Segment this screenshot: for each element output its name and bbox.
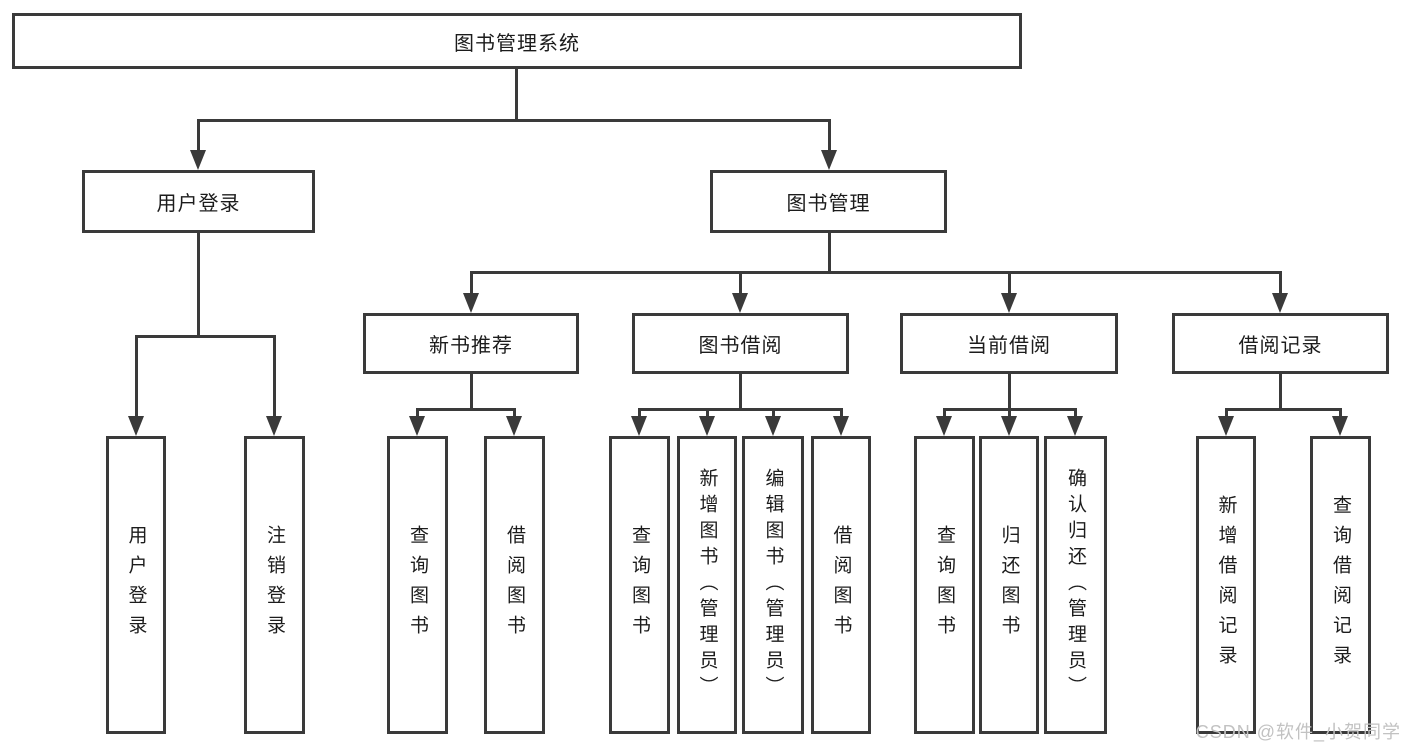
node-user-login: 用户登录 bbox=[82, 170, 315, 233]
node-new-book: 新书推荐 bbox=[363, 313, 579, 374]
connector-to-user-login bbox=[197, 119, 200, 155]
arrowhead-borrowrecord-c1 bbox=[1218, 416, 1234, 436]
arrowhead-currentborrow-c1 bbox=[936, 416, 952, 436]
connector-bookborrow-c2 bbox=[706, 408, 709, 422]
connector-newbook-bus bbox=[416, 408, 516, 411]
leaf-current-confirm: 确认归还（管理员） bbox=[1044, 436, 1107, 734]
node-borrow-record: 借阅记录 bbox=[1172, 313, 1389, 374]
arrowhead-bookborrow-c3 bbox=[765, 416, 781, 436]
arrowhead-currentborrow-c2 bbox=[1001, 416, 1017, 436]
connector-to-leaf-login bbox=[135, 335, 138, 420]
connector-borrowrecord-stub bbox=[1279, 374, 1282, 411]
leaf-logout-label: 注销登录 bbox=[264, 525, 285, 645]
leaf-user-login: 用户登录 bbox=[106, 436, 166, 734]
connector-to-book-borrow bbox=[739, 271, 742, 299]
connector-currentborrow-c3 bbox=[1074, 408, 1077, 422]
node-user-login-label: 用户登录 bbox=[156, 193, 241, 215]
leaf-current-query-label: 查询图书 bbox=[934, 525, 955, 645]
arrowhead-new-book bbox=[463, 293, 479, 313]
leaf-current-confirm-label: 确认归还（管理员） bbox=[1065, 468, 1086, 702]
node-book-borrow: 图书借阅 bbox=[632, 313, 849, 374]
connector-to-book-mgmt bbox=[828, 119, 831, 155]
connector-bookborrow-c1 bbox=[638, 408, 641, 422]
leaf-current-return: 归还图书 bbox=[979, 436, 1039, 734]
leaf-record-query: 查询借阅记录 bbox=[1310, 436, 1371, 734]
leaf-user-login-label: 用户登录 bbox=[125, 525, 147, 645]
connector-bookborrow-bus bbox=[638, 408, 843, 411]
node-root-label: 图书管理系统 bbox=[454, 32, 580, 55]
node-new-book-label: 新书推荐 bbox=[429, 335, 513, 357]
connector-newbook-c1 bbox=[416, 408, 419, 422]
leaf-newbook-borrow-label: 借阅图书 bbox=[504, 525, 525, 645]
leaf-current-return-label: 归还图书 bbox=[998, 525, 1020, 645]
watermark-text: CSDN @软件_小贺同学 bbox=[1195, 722, 1401, 742]
leaf-borrow-edit: 编辑图书（管理员） bbox=[742, 436, 804, 734]
connector-borrowrecord-c1 bbox=[1225, 408, 1228, 422]
arrowhead-bookborrow-c2 bbox=[699, 416, 715, 436]
connector-userlogin-stub bbox=[197, 233, 200, 337]
arrowhead-bookborrow-c1 bbox=[631, 416, 647, 436]
node-book-mgmt-label: 图书管理 bbox=[786, 193, 871, 215]
leaf-newbook-borrow: 借阅图书 bbox=[484, 436, 545, 734]
connector-to-new-book bbox=[470, 271, 473, 299]
connector-bookmgmt-stub bbox=[828, 233, 831, 274]
node-borrow-record-label: 借阅记录 bbox=[1238, 335, 1323, 357]
connector-root-stub bbox=[515, 68, 518, 121]
arrowhead-newbook-c1 bbox=[409, 416, 425, 436]
arrowhead-borrowrecord-c2 bbox=[1332, 416, 1348, 436]
leaf-borrow-borrow: 借阅图书 bbox=[811, 436, 871, 734]
connector-to-current-borrow bbox=[1008, 271, 1011, 299]
leaf-current-query: 查询图书 bbox=[914, 436, 975, 734]
arrowhead-book-borrow bbox=[732, 293, 748, 313]
connector-borrowrecord-bus bbox=[1225, 408, 1342, 411]
arrowhead-current-borrow bbox=[1001, 293, 1017, 313]
connector-newbook-c2 bbox=[513, 408, 516, 422]
leaf-newbook-query-label: 查询图书 bbox=[407, 525, 428, 645]
leaf-logout: 注销登录 bbox=[244, 436, 305, 734]
leaf-borrow-query-label: 查询图书 bbox=[629, 525, 650, 645]
arrowhead-newbook-c2 bbox=[506, 416, 522, 436]
leaf-borrow-add: 新增图书（管理员） bbox=[677, 436, 737, 734]
connector-userlogin-bus bbox=[135, 335, 276, 338]
arrowhead-currentborrow-c3 bbox=[1067, 416, 1083, 436]
node-book-borrow-label: 图书借阅 bbox=[698, 335, 783, 357]
leaf-record-query-label: 查询借阅记录 bbox=[1330, 495, 1351, 675]
connector-bookborrow-c3 bbox=[772, 408, 775, 422]
arrowhead-user-login bbox=[190, 150, 206, 170]
leaf-record-add: 新增借阅记录 bbox=[1196, 436, 1256, 734]
node-current-borrow: 当前借阅 bbox=[900, 313, 1118, 374]
leaf-borrow-query: 查询图书 bbox=[609, 436, 670, 734]
connector-root-bus bbox=[197, 119, 831, 122]
leaf-borrow-borrow-label: 借阅图书 bbox=[830, 525, 852, 645]
node-current-borrow-label: 当前借阅 bbox=[967, 335, 1051, 357]
connector-bookmgmt-bus bbox=[470, 271, 1282, 274]
connector-to-borrow-record bbox=[1279, 271, 1282, 299]
connector-borrowrecord-c2 bbox=[1339, 408, 1342, 422]
arrowhead-bookborrow-c4 bbox=[833, 416, 849, 436]
leaf-borrow-edit-label: 编辑图书（管理员） bbox=[762, 468, 784, 702]
leaf-newbook-query: 查询图书 bbox=[387, 436, 448, 734]
connector-newbook-stub bbox=[470, 374, 473, 411]
arrowhead-borrow-record bbox=[1272, 293, 1288, 313]
leaf-borrow-add-label: 新增图书（管理员） bbox=[696, 468, 718, 702]
connector-currentborrow-stub bbox=[1008, 374, 1011, 411]
connector-currentborrow-c1 bbox=[943, 408, 946, 422]
node-book-mgmt: 图书管理 bbox=[710, 170, 947, 233]
connector-bookborrow-stub bbox=[739, 374, 742, 411]
arrowhead-leaf-logout bbox=[266, 416, 282, 436]
arrowhead-leaf-login bbox=[128, 416, 144, 436]
arrowhead-book-mgmt bbox=[821, 150, 837, 170]
connector-currentborrow-c2 bbox=[1008, 408, 1011, 422]
node-root: 图书管理系统 bbox=[12, 13, 1022, 69]
connector-bookborrow-c4 bbox=[840, 408, 843, 422]
connector-to-leaf-logout bbox=[273, 335, 276, 420]
leaf-record-add-label: 新增借阅记录 bbox=[1215, 495, 1237, 675]
